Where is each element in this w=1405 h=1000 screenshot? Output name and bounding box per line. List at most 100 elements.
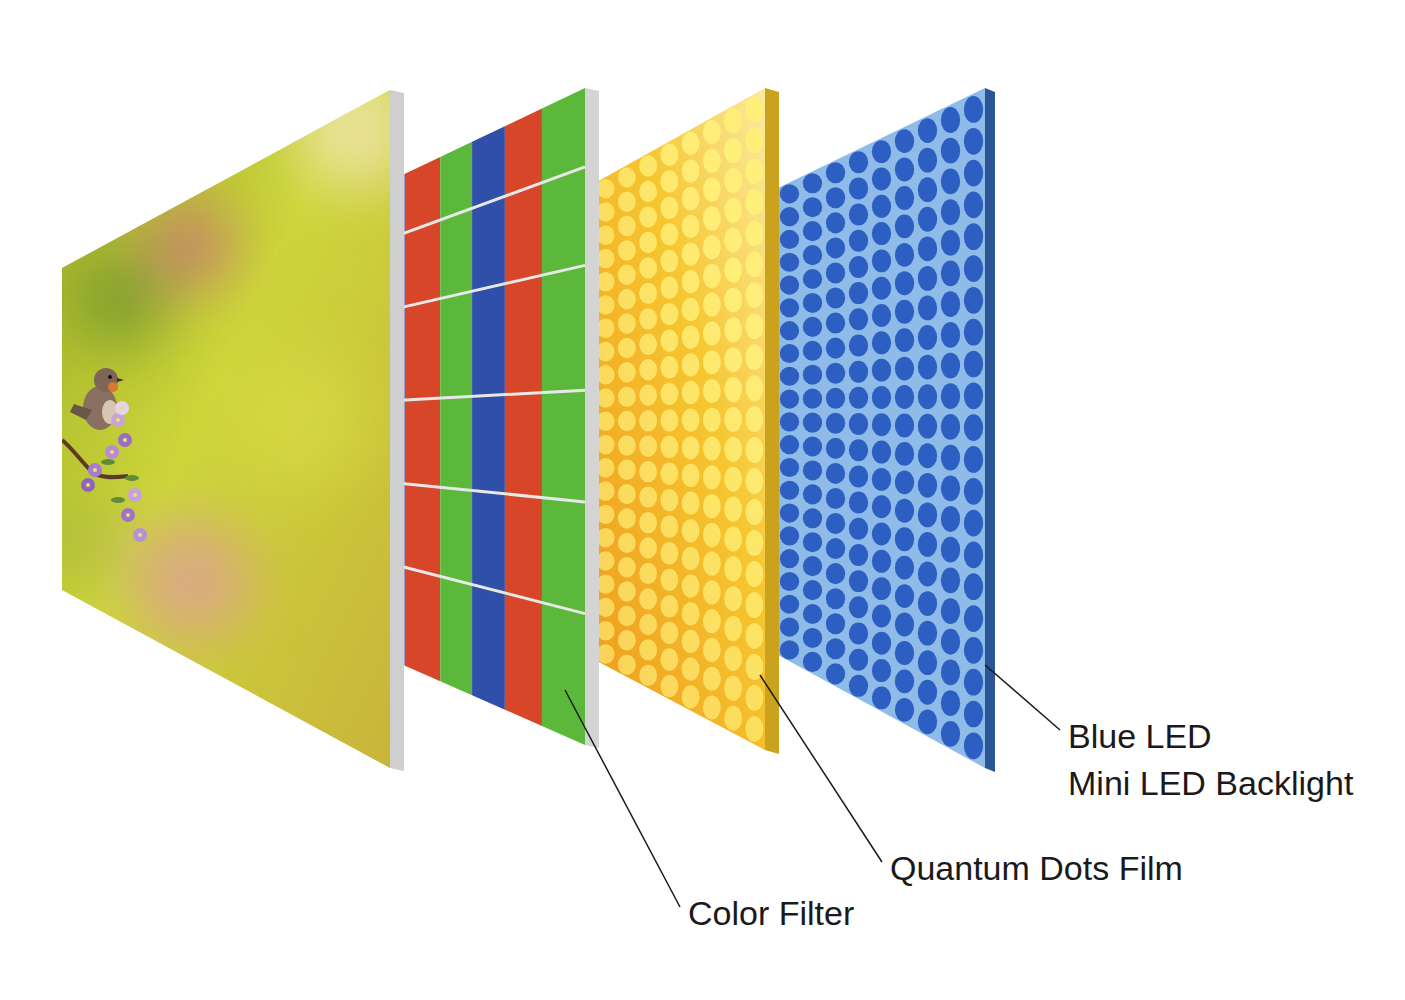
blue-led bbox=[803, 221, 822, 241]
blue-led bbox=[941, 690, 960, 716]
blue-led bbox=[918, 621, 937, 646]
bokeh-blob bbox=[70, 250, 170, 350]
blue-led bbox=[941, 353, 960, 379]
quantum-dot bbox=[618, 192, 636, 212]
blue-led bbox=[895, 669, 914, 693]
quantum-dot bbox=[745, 344, 763, 370]
leaf bbox=[111, 497, 125, 503]
blue-led bbox=[964, 446, 983, 473]
quantum-dot bbox=[745, 468, 763, 494]
quantum-dot bbox=[745, 716, 763, 742]
blue-led bbox=[964, 351, 983, 378]
blue-led bbox=[849, 361, 868, 383]
blue-led bbox=[941, 629, 960, 655]
blue-led bbox=[803, 604, 822, 624]
bird-photo bbox=[62, 368, 147, 542]
blue-led bbox=[803, 508, 822, 528]
blue-led bbox=[780, 230, 799, 249]
quantum-dot bbox=[724, 706, 742, 731]
quantum-dot bbox=[724, 168, 742, 193]
blue-led bbox=[803, 484, 822, 504]
quantum-dot bbox=[660, 622, 678, 644]
quantum-dot bbox=[597, 481, 615, 501]
quantum-dot bbox=[703, 436, 721, 460]
blue-led bbox=[964, 605, 983, 632]
blue-led bbox=[941, 383, 960, 409]
blue-led bbox=[803, 436, 822, 456]
blue-led bbox=[872, 222, 891, 245]
blue-led-group bbox=[780, 96, 983, 759]
blue-led bbox=[826, 613, 845, 634]
quantum-dot bbox=[618, 508, 636, 528]
blue-led bbox=[872, 167, 891, 190]
quantum-dot bbox=[703, 638, 721, 662]
quantum-dot bbox=[703, 552, 721, 576]
quantum-dot bbox=[660, 569, 678, 591]
quantum-dot bbox=[660, 436, 678, 458]
quantum-dot bbox=[682, 657, 700, 680]
quantum-dot bbox=[682, 408, 700, 431]
blue-led bbox=[941, 291, 960, 317]
quantum-dot bbox=[682, 491, 700, 514]
blue-led bbox=[826, 313, 845, 334]
blue-led bbox=[895, 613, 914, 637]
blue-led bbox=[826, 288, 845, 309]
blue-led bbox=[780, 389, 799, 408]
blue-led bbox=[964, 96, 983, 123]
quantum-dot bbox=[660, 409, 678, 431]
quantum-dot bbox=[618, 630, 636, 650]
quantum-dot bbox=[618, 338, 636, 358]
quantum-dot bbox=[682, 602, 700, 625]
blue-led bbox=[964, 669, 983, 696]
quantum-dot bbox=[724, 526, 742, 551]
quantum-dot bbox=[639, 486, 657, 507]
blue-led bbox=[918, 473, 937, 498]
blue-led bbox=[803, 317, 822, 337]
blue-led bbox=[780, 640, 799, 659]
quantum-dot bbox=[597, 412, 615, 432]
blue-led bbox=[803, 413, 822, 433]
part-label: Color Filter bbox=[688, 893, 854, 933]
blue-led bbox=[872, 604, 891, 627]
blue-led bbox=[964, 732, 983, 759]
blue-led bbox=[849, 308, 868, 330]
quantum-dot bbox=[597, 319, 615, 339]
blue-led bbox=[826, 513, 845, 534]
blue-led bbox=[918, 532, 937, 557]
flower bbox=[105, 445, 119, 459]
bokeh bbox=[40, 70, 415, 640]
quantum-dot bbox=[724, 646, 742, 671]
blue-led bbox=[826, 212, 845, 233]
blue-led bbox=[849, 439, 868, 461]
quantum-dot bbox=[745, 127, 763, 153]
bokeh-blob bbox=[230, 350, 370, 490]
blue-led bbox=[964, 637, 983, 664]
blue-led bbox=[941, 107, 960, 133]
blue-led bbox=[872, 140, 891, 163]
quantum-dot bbox=[682, 132, 700, 155]
blue-led bbox=[872, 359, 891, 382]
quantum-dot bbox=[660, 276, 678, 298]
quantum-dot bbox=[724, 676, 742, 701]
blue-led bbox=[872, 550, 891, 573]
blue-led bbox=[964, 223, 983, 250]
quantum-dot bbox=[597, 574, 615, 594]
quantum-dot bbox=[639, 537, 657, 558]
quantum-dot bbox=[724, 586, 742, 611]
bird-tail bbox=[70, 404, 92, 420]
quantum-dot bbox=[639, 563, 657, 584]
quantum-dot bbox=[682, 242, 700, 265]
blue-led bbox=[780, 298, 799, 317]
blue-led bbox=[941, 199, 960, 225]
blue-led bbox=[872, 577, 891, 600]
quantum-dot bbox=[618, 386, 636, 406]
blue-led bbox=[780, 503, 799, 522]
color-filter bbox=[392, 88, 599, 748]
quantum-dot bbox=[745, 561, 763, 587]
blue-led bbox=[803, 293, 822, 313]
blue-led bbox=[803, 197, 822, 217]
quantum-dot bbox=[618, 313, 636, 333]
bokeh-blob bbox=[130, 520, 250, 640]
quantum-dot bbox=[597, 598, 615, 618]
quantum-dot bbox=[639, 385, 657, 406]
